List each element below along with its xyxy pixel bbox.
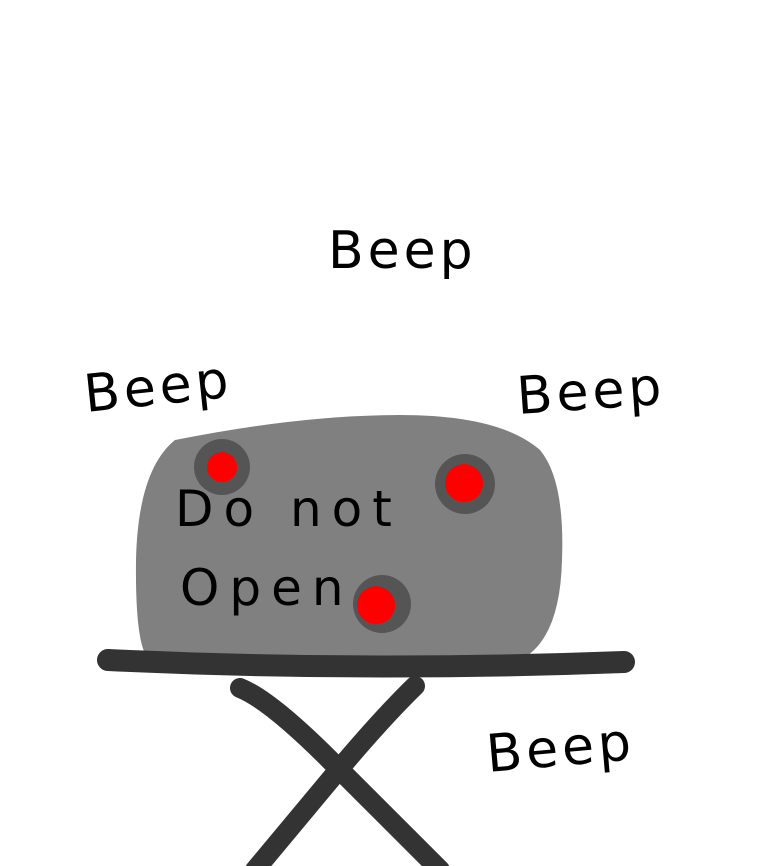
beep-text-right: Beep [515,357,667,427]
table-leg-right [245,676,425,866]
light-right [435,454,495,514]
table-legs [230,676,450,866]
light-bottom [353,575,411,633]
box-label-line2: Open [180,559,354,617]
beep-text-top: Beep [328,221,477,281]
table-top [97,649,635,678]
light-top-left [194,439,250,495]
box-label-line1: Do not [175,480,402,538]
table-leg-left [230,678,450,866]
beep-text-left: Beep [81,350,235,425]
beep-text-bottom: Beep [484,712,637,785]
